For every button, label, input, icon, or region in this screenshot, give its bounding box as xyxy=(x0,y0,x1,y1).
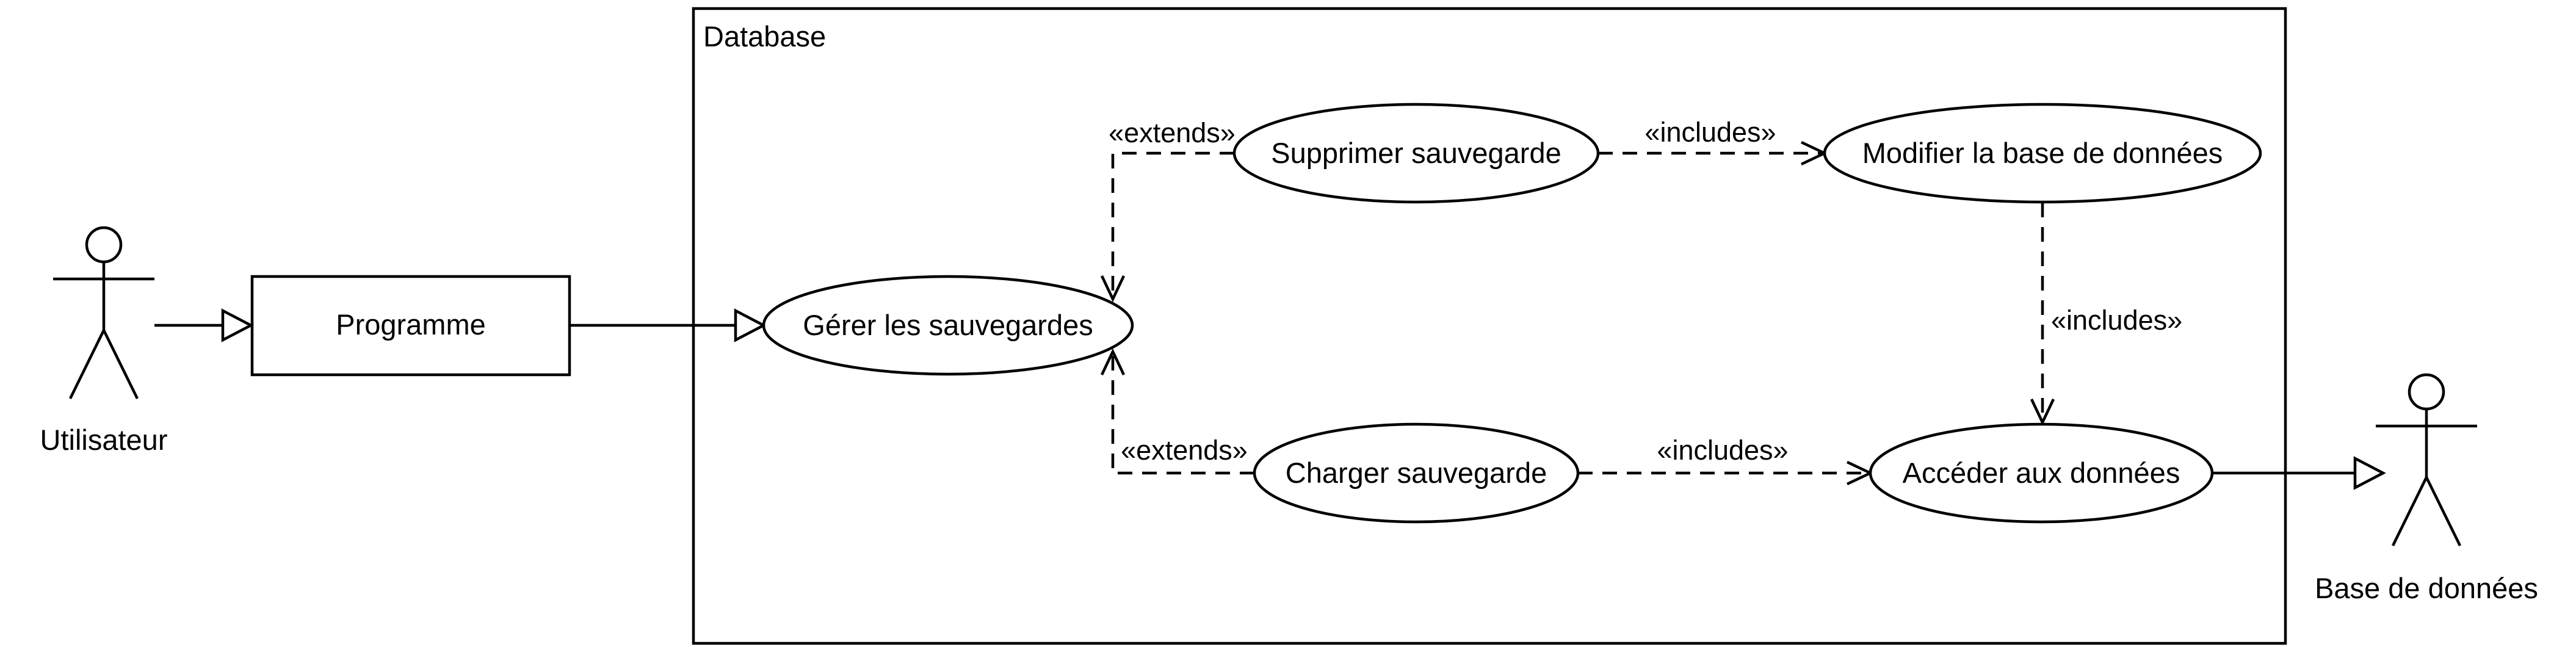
actor-user: Utilisateur xyxy=(40,226,168,456)
open-arrowhead xyxy=(1100,348,1126,375)
use-case-manage-ellipse xyxy=(762,275,1134,376)
hollow-arrowhead xyxy=(221,308,254,342)
includes-delete-to-modify: «includes» xyxy=(1598,117,1828,166)
includes-modify-to-access: «includes» xyxy=(2030,203,2182,426)
use-case-modify-label: Modifier la base de données xyxy=(1862,137,2223,169)
program-block: Programme xyxy=(250,275,571,377)
association-user-program xyxy=(154,308,254,342)
actor-user-right-leg xyxy=(102,330,139,399)
use-case-load-ellipse xyxy=(1253,422,1580,524)
includes-label-load-access: «includes» xyxy=(1657,435,1788,466)
actor-user-left-leg xyxy=(68,330,106,399)
extends-label-delete: «extends» xyxy=(1109,117,1236,148)
use-case-modify: Modifier la base de données xyxy=(1823,103,2262,204)
use-case-load: Charger sauvegarde xyxy=(1253,422,1580,524)
extends-load-to-manage: «extends» xyxy=(1100,348,1254,475)
open-arrowhead xyxy=(1100,275,1126,303)
use-case-delete: Supprimer sauvegarde xyxy=(1232,103,1600,204)
actor-user-label: Utilisateur xyxy=(40,424,168,456)
actor-user-head xyxy=(85,226,123,264)
actor-database-head xyxy=(2408,373,2445,411)
open-arrowhead xyxy=(2030,399,2055,426)
actor-database: Base de données xyxy=(2315,373,2538,604)
use-case-load-label: Charger sauvegarde xyxy=(1286,457,1547,489)
actor-database-label: Base de données xyxy=(2315,572,2538,604)
extends-delete-to-manage: «extends» xyxy=(1100,117,1236,303)
association-access-database xyxy=(2212,456,2386,490)
use-case-access-label: Accéder aux données xyxy=(1903,457,2180,489)
extends-label-load: «extends» xyxy=(1121,435,1248,466)
use-case-access: Accéder aux données xyxy=(1869,422,2214,524)
use-case-manage: Gérer les sauvegardes xyxy=(762,275,1134,376)
program-label: Programme xyxy=(336,308,486,341)
boundary-title: Database xyxy=(703,20,826,52)
program-box xyxy=(250,275,571,377)
use-case-modify-ellipse xyxy=(1823,103,2262,204)
actor-database-right-leg xyxy=(2425,477,2462,546)
association-program-manage xyxy=(570,308,767,342)
use-case-delete-label: Supprimer sauvegarde xyxy=(1271,137,1561,169)
actor-database-left-leg xyxy=(2391,477,2428,546)
hollow-arrowhead xyxy=(2353,456,2386,490)
use-case-access-ellipse xyxy=(1869,422,2214,524)
hollow-arrowhead xyxy=(734,308,767,342)
includes-label-modify-access: «includes» xyxy=(2051,305,2182,336)
includes-label-delete-modify: «includes» xyxy=(1644,117,1776,148)
use-case-manage-label: Gérer les sauvegardes xyxy=(803,309,1093,341)
use-case-delete-ellipse xyxy=(1232,103,1600,204)
